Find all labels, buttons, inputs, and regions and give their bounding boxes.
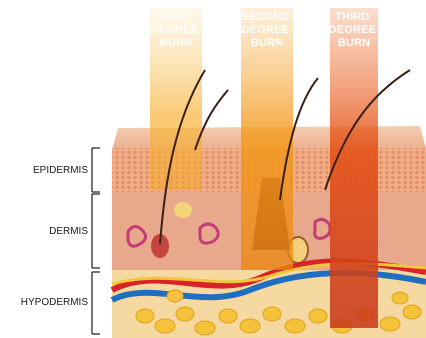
hypodermis-label: HYPODERMIS (21, 297, 89, 308)
epidermis-bracket (92, 148, 100, 192)
hypodermis-bracket (92, 272, 100, 334)
dermis-label: DERMIS (49, 226, 88, 237)
third-degree-burn-bar (330, 8, 378, 328)
dermis-bracket (92, 194, 100, 268)
epidermis-label: EPIDERMIS (33, 165, 88, 176)
